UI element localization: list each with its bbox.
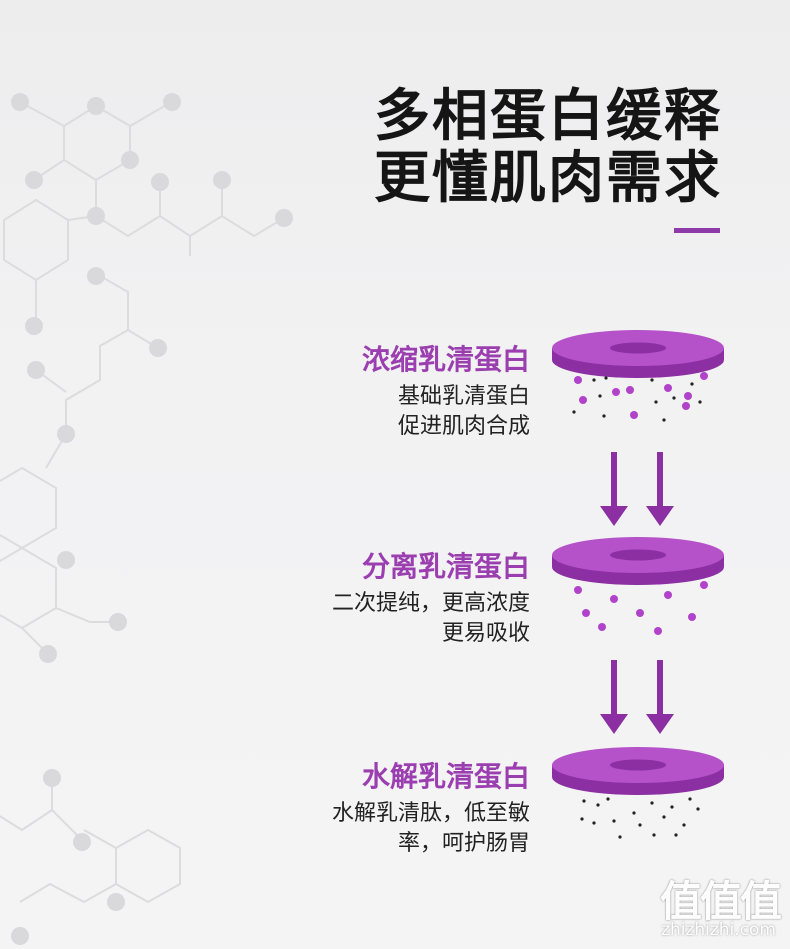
stage-description-line: 基础乳清蛋白 <box>397 384 530 409</box>
watermark-url: zhizhizhi.com <box>661 920 776 940</box>
stage-isolate: 分离乳清蛋白 二次提纯，更高浓度 更易吸收 <box>0 537 790 675</box>
stage-description-line: 二次提纯，更高浓度 <box>331 591 530 616</box>
headline-line-2: 更懂肌肉需求 <box>374 146 722 211</box>
molecule-background <box>0 93 293 945</box>
stage-name: 水解乳清蛋白 <box>361 760 530 793</box>
headline-line-1: 多相蛋白缓释 <box>374 84 722 149</box>
down-arrow-icon <box>600 660 674 734</box>
stage-description-line: 水解乳清肽，低至敏 <box>331 801 530 826</box>
stage-description: 二次提纯，更高浓度 更易吸收 <box>332 589 530 649</box>
stage-description-line: 促进肌肉合成 <box>397 414 530 439</box>
stage-description-line: 率，呵护肠胃 <box>397 831 530 856</box>
disc-filter-icon <box>552 747 724 839</box>
stage-description: 水解乳清肽，低至敏 率，呵护肠胃 <box>332 799 530 859</box>
stage-hydrolyzed: 水解乳清蛋白 水解乳清肽，低至敏 率，呵护肠胃 <box>0 747 790 885</box>
stage-name: 分离乳清蛋白 <box>361 550 530 583</box>
disc-filter-icon <box>552 330 724 422</box>
watermark-logo: 值值值 <box>659 877 782 926</box>
headline-accent-rule <box>674 228 720 233</box>
headline: 多相蛋白缓释 更懂肌肉需求 <box>374 86 722 210</box>
disc-filter-icon <box>552 537 724 635</box>
down-arrow-icon <box>600 452 674 526</box>
stage-description-line: 更易吸收 <box>441 621 530 646</box>
stage-concentrate: 浓缩乳清蛋白 基础乳清蛋白 促进肌肉合成 <box>0 330 790 468</box>
stage-description: 基础乳清蛋白 促进肌肉合成 <box>398 382 530 442</box>
stage-name: 浓缩乳清蛋白 <box>361 343 530 376</box>
